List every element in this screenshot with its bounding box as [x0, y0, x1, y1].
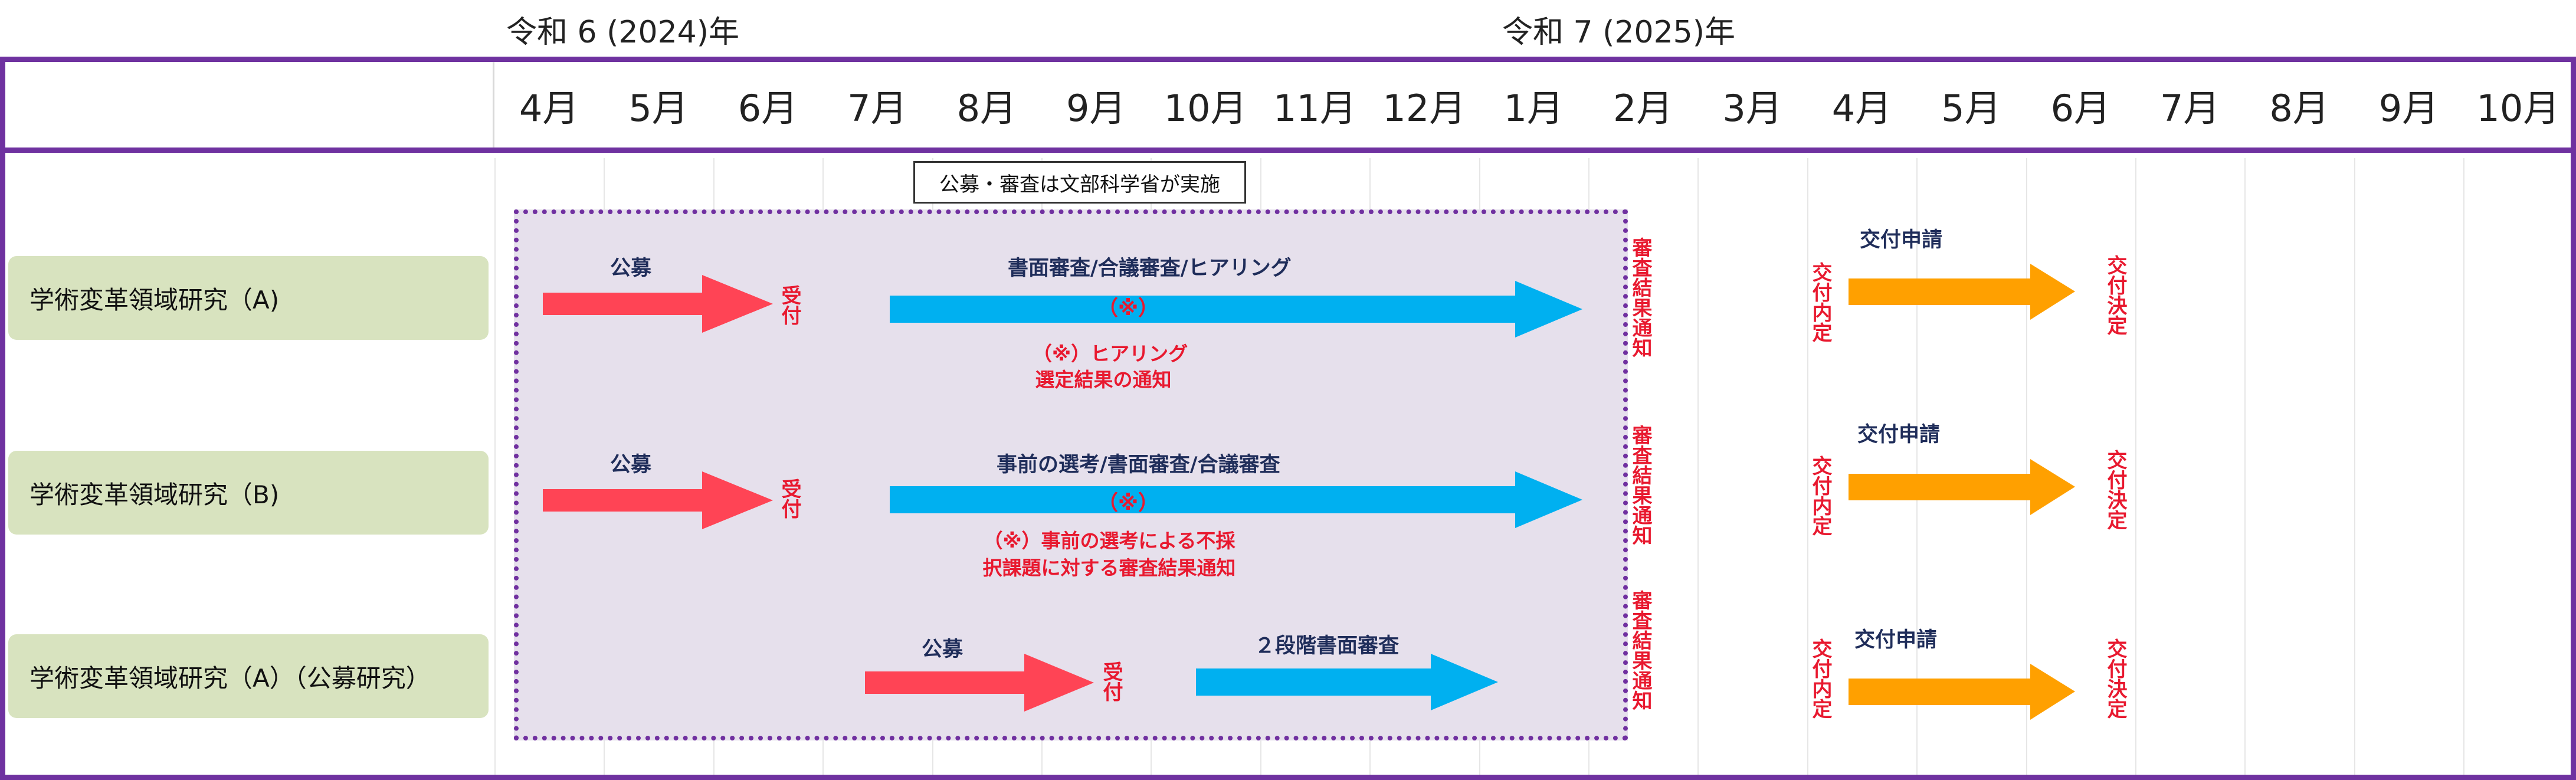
row-a-review-arrow: [890, 281, 1582, 337]
row-c-receipt: 受付: [1099, 661, 1123, 702]
month-gridline: [1697, 158, 1699, 775]
row-label-b: 学術変革領域研究（B): [8, 451, 489, 535]
month-gridline: [2354, 158, 2355, 775]
year-label-2024: 令和 6 (2024)年: [506, 15, 740, 50]
row-c-recruit-label: 公募: [922, 638, 963, 661]
month-18: 9月: [2378, 86, 2439, 130]
timeline-body-frame: [0, 153, 2576, 780]
row-c-review-label: ２段階書面審査: [1254, 634, 1400, 658]
month-15: 6月: [2050, 86, 2111, 130]
row-b-receipt: 受付: [778, 479, 801, 519]
label-column-divider: [494, 158, 496, 775]
month-gridline: [2244, 158, 2246, 775]
month-19: 10月: [2476, 86, 2560, 130]
row-b-review-label: 事前の選考/書面審査/合議審査: [997, 453, 1280, 477]
row-a-review-mark: （※）: [1097, 297, 1159, 320]
row-a-review-note-2: 選定結果の通知: [1035, 368, 1172, 391]
header-divider: [493, 62, 494, 148]
month-1: 4月: [519, 86, 579, 130]
month-4: 7月: [847, 86, 907, 130]
row-a-recruit-arrow: [543, 275, 773, 333]
month-12: 3月: [1722, 86, 1782, 130]
row-a-recruit-label: 公募: [610, 257, 652, 280]
month-9: 12月: [1382, 86, 1466, 130]
row-a-review-note-1: （※）ヒアリング: [1033, 342, 1188, 365]
row-a-grant-decided: 交付内定: [1808, 262, 1832, 342]
row-b-recruit-arrow: [543, 471, 773, 529]
row-b-grant-apply-label: 交付申請: [1857, 423, 1941, 447]
month-11: 2月: [1613, 86, 1673, 130]
row-a-receipt: 受付: [778, 285, 801, 325]
month-8: 11月: [1273, 86, 1356, 130]
month-10: 1月: [1503, 86, 1564, 130]
month-gridline: [2463, 158, 2465, 775]
month-gridline: [2026, 158, 2027, 775]
row-a-grant-apply-label: 交付申請: [1860, 228, 1943, 252]
month-17: 8月: [2269, 86, 2329, 130]
row-c-grant-decided: 交付内定: [1808, 638, 1832, 719]
month-header-band: [0, 57, 2576, 153]
month-6: 9月: [1066, 86, 1126, 130]
month-5: 8月: [956, 86, 1017, 130]
month-gridline: [1916, 158, 1918, 775]
row-b-recruit-label: 公募: [610, 453, 652, 477]
row-a-grant-final: 交付決定: [2103, 255, 2127, 335]
row-a-result-notice: 審査結果通知: [1628, 237, 1652, 358]
row-b-grant-decided: 交付内定: [1808, 455, 1832, 536]
month-2: 5月: [628, 86, 689, 130]
row-a-grant-arrow: [1849, 264, 2075, 320]
row-b-review-note-1: （※）事前の選考による不採: [983, 529, 1235, 552]
row-a-review-label: 書面審査/合議審査/ヒアリング: [1008, 257, 1292, 280]
row-c-grant-apply-label: 交付申請: [1854, 628, 1938, 652]
row-label-a-public: 学術変革領域研究（A）（公募研究）: [8, 634, 489, 718]
row-b-review-mark: （※）: [1097, 491, 1159, 515]
row-b-grant-arrow: [1849, 459, 2075, 515]
row-c-recruit-arrow: [865, 654, 1094, 712]
month-7: 10月: [1164, 86, 1247, 130]
row-label-a: 学術変革領域研究（A): [8, 256, 489, 340]
row-c-result-notice: 審査結果通知: [1628, 590, 1652, 710]
row-b-grant-final: 交付決定: [2103, 450, 2127, 530]
row-c-grant-final: 交付決定: [2103, 638, 2127, 719]
month-3: 6月: [738, 86, 798, 130]
row-b-review-note-2: 択課題に対する審査結果通知: [982, 556, 1236, 579]
month-13: 4月: [1831, 86, 1892, 130]
month-14: 5月: [1941, 86, 2001, 130]
panel-note: 公募・審査は文部科学省が実施: [913, 161, 1246, 204]
year-label-2025: 令和 7 (2025)年: [1502, 15, 1736, 50]
row-c-grant-arrow: [1849, 664, 2075, 720]
row-b-result-notice: 審査結果通知: [1628, 425, 1652, 545]
month-gridline: [1807, 158, 1808, 775]
row-c-review-arrow: [1196, 654, 1498, 710]
row-b-review-arrow: [890, 471, 1582, 528]
month-16: 7月: [2159, 86, 2220, 130]
month-gridline: [2135, 158, 2136, 775]
